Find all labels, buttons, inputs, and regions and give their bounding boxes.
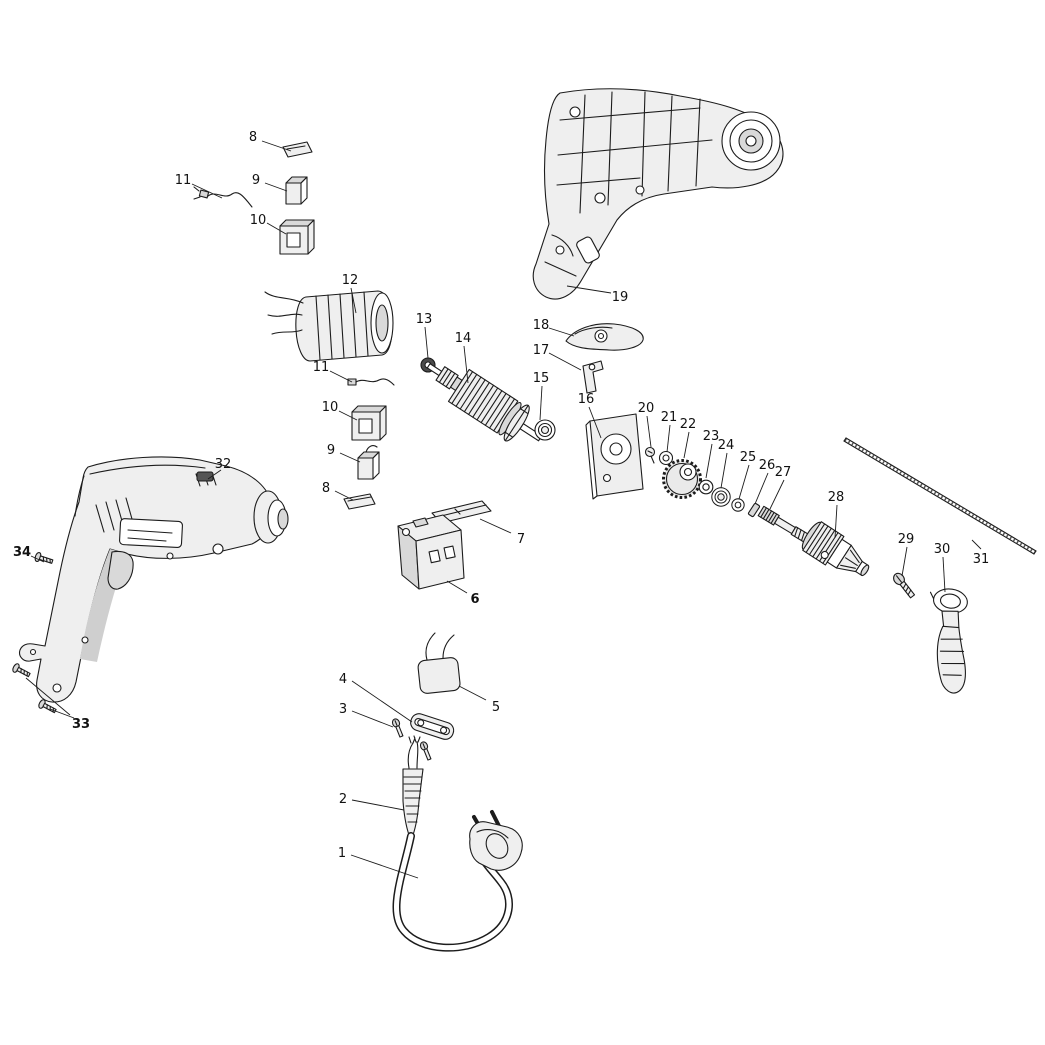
rear-bearing <box>534 419 556 441</box>
part-label-7: 7 <box>517 532 525 547</box>
part-label-11-mid: 11 <box>313 360 330 375</box>
part-label-27: 27 <box>775 465 792 480</box>
clamp-screw-b <box>419 741 432 761</box>
part-label-24: 24 <box>718 438 735 453</box>
washer-21 <box>658 450 674 466</box>
part-label-30: 30 <box>934 542 951 557</box>
part-label-9-mid: 9 <box>327 443 335 458</box>
part-label-21: 21 <box>661 410 678 425</box>
baffle-plate <box>585 413 644 500</box>
part-label-33: 33 <box>72 717 90 732</box>
part-label-18: 18 <box>533 318 550 333</box>
armature <box>426 363 543 442</box>
part-label-31: 31 <box>973 552 990 567</box>
brush-cap-plate-top <box>282 141 313 158</box>
cord-grommet <box>402 735 424 836</box>
part-label-4: 4 <box>339 672 347 687</box>
gear-pin <box>644 446 656 464</box>
part-label-11-top: 11 <box>175 173 192 188</box>
motor-housing <box>532 88 784 300</box>
housing-screw-33a <box>10 662 32 680</box>
part-label-15: 15 <box>533 371 550 386</box>
part-label-23: 23 <box>703 429 720 444</box>
part-label-17: 17 <box>533 343 550 358</box>
part-label-20: 20 <box>638 401 655 416</box>
part-label-12: 12 <box>342 273 359 288</box>
power-plug <box>469 810 523 871</box>
terminal-bracket <box>582 360 604 394</box>
part-label-9-top: 9 <box>252 173 260 188</box>
chuck <box>801 521 870 577</box>
part-label-34: 34 <box>13 545 31 560</box>
switch <box>397 514 465 590</box>
carbon-brush-mid <box>357 445 380 480</box>
part-label-28: 28 <box>828 490 845 505</box>
brush-holder-top <box>279 219 315 255</box>
part-label-16: 16 <box>578 392 595 407</box>
part-label-8-mid: 8 <box>322 481 330 496</box>
power-cord <box>392 832 513 952</box>
lead-wire-mid <box>347 378 395 386</box>
handle-cover <box>565 323 644 351</box>
chuck-screw <box>893 572 916 599</box>
washer-25 <box>731 498 745 512</box>
assembled-drill <box>19 456 289 703</box>
part-label-22: 22 <box>680 417 697 432</box>
clamp-screw-a <box>391 718 404 738</box>
part-label-10-top: 10 <box>250 213 267 228</box>
spindle-bearing <box>711 487 731 507</box>
part-label-13: 13 <box>416 312 433 327</box>
field-stator <box>264 290 394 362</box>
part-label-3: 3 <box>339 702 347 717</box>
leader-lines <box>25 140 982 879</box>
brush-cap-plate-mid <box>343 493 376 510</box>
capacitor <box>417 632 461 694</box>
part-label-25: 25 <box>740 450 757 465</box>
part-labels: 8 9 11 10 12 11 10 9 8 13 14 15 16 17 18… <box>13 130 989 861</box>
part-label-10-mid: 10 <box>322 400 339 415</box>
depth-rod <box>843 437 1037 555</box>
part-label-29: 29 <box>898 532 915 547</box>
lead-wire-top <box>193 186 253 208</box>
part-label-14: 14 <box>455 331 472 346</box>
washer-23 <box>698 479 714 495</box>
part-label-1: 1 <box>338 846 346 861</box>
brush-holder-mid <box>351 405 387 441</box>
spindle-key <box>747 502 761 518</box>
part-label-19: 19 <box>612 290 629 305</box>
part-label-8-top: 8 <box>249 130 257 145</box>
part-label-2: 2 <box>339 792 347 807</box>
carbon-brush-top <box>285 176 308 205</box>
side-handle <box>929 588 968 694</box>
part-label-6: 6 <box>470 592 479 607</box>
part-label-32: 32 <box>215 457 232 472</box>
drive-gear <box>662 459 702 499</box>
cord-clamp <box>410 713 455 740</box>
part-label-5: 5 <box>492 700 500 715</box>
part-label-26: 26 <box>759 458 776 473</box>
